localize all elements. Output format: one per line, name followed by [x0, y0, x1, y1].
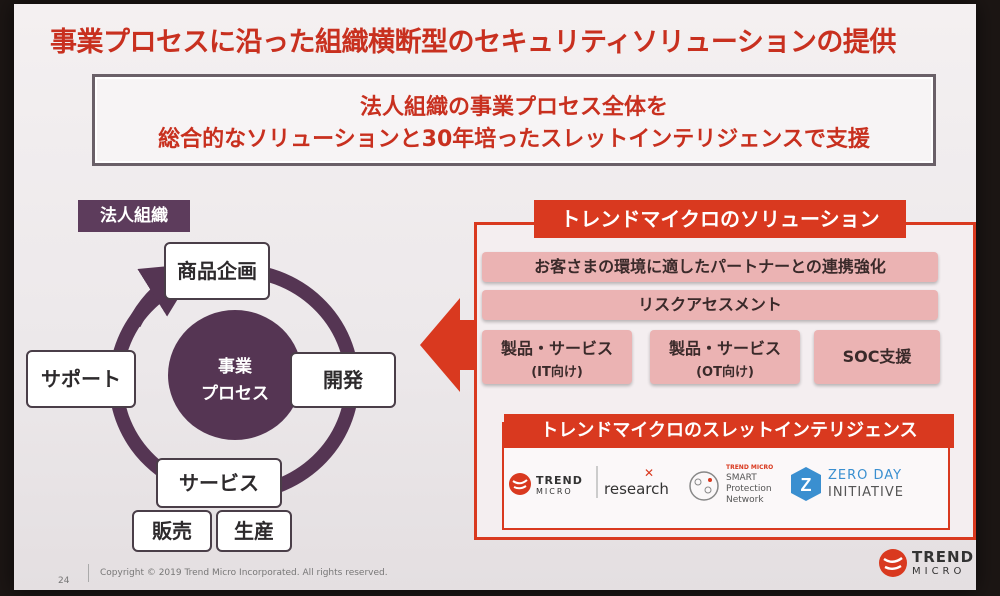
threat-intel-header: トレンドマイクロのスレットインテリジェンス [504, 414, 954, 448]
business-process-circle: 事業 プロセス [168, 310, 302, 440]
slide-title: 事業プロセスに沿った組織横断型のセキュリティソリューションの提供 [50, 27, 896, 58]
org-label: 法人組織 [78, 200, 190, 232]
it-products-box: 製品・サービス (IT向け) [482, 330, 632, 384]
zdi-line-1: ZERO DAY [828, 468, 903, 483]
stage-support: サポート [26, 350, 136, 408]
solutions-header: トレンドマイクロのソリューション [534, 200, 906, 238]
risk-assessment-bar: リスクアセスメント [482, 290, 938, 320]
stage-development: 開発 [290, 352, 396, 408]
page-number: 24 [58, 576, 70, 586]
ot-products-line-2: (OT向け) [696, 365, 754, 380]
copyright-text: Copyright © 2019 Trend Micro Incorporate… [100, 568, 388, 578]
zdi-line-2: INITIATIVE [828, 485, 904, 500]
partner-bar: お客さまの環境に適したパートナーとの連携強化 [482, 252, 938, 282]
research-logo: ✕ research [604, 464, 674, 504]
stage-production: 生産 [216, 510, 292, 552]
soc-support-box: SOC支援 [814, 330, 940, 384]
research-x-icon: ✕ [644, 466, 655, 480]
smart-protection-network-logo: TREND MICRO SMART Protection Network [688, 458, 788, 512]
left-arrow-icon [420, 298, 478, 392]
it-products-line-1: 製品・サービス [500, 339, 613, 358]
brand-ball-icon [879, 549, 907, 577]
trend-micro-ball-icon [509, 473, 531, 495]
stage-service: サービス [156, 458, 282, 508]
center-line-2: プロセス [201, 384, 269, 404]
research-text: research [604, 480, 669, 498]
ot-products-box: 製品・サービス (OT向け) [650, 330, 800, 384]
logo-divider [596, 466, 598, 498]
brand-line-1: TREND [912, 548, 975, 566]
spn-line-1: TREND MICRO [726, 464, 774, 471]
spn-line-2: SMART [726, 473, 757, 483]
banner-line-2: 総合的なソリューションと30年培ったスレットインテリジェンスで支援 [158, 127, 870, 152]
spn-line-3: Protection [726, 484, 772, 494]
banner-line-1: 法人組織の事業プロセス全体を [359, 95, 668, 120]
ot-products-line-1: 製品・サービス [668, 339, 781, 358]
brand-line-2: MICRO [912, 566, 966, 577]
stage-planning: 商品企画 [164, 242, 270, 300]
trend-micro-logo: TREND MICRO [508, 464, 608, 504]
summary-banner: 法人組織の事業プロセス全体を 総合的なソリューションと30年培ったスレットインテ… [92, 74, 936, 166]
footer-divider [88, 564, 89, 582]
zero-day-initiative-logo: Z ZERO DAY INITIATIVE [790, 462, 930, 506]
stage-sales: 販売 [132, 510, 212, 552]
spn-line-4: Network [726, 495, 764, 505]
spn-globe-icon [689, 471, 719, 501]
center-line-1: 事業 [218, 357, 252, 377]
zdi-icon: Z [791, 467, 821, 501]
brand-logo: TREND MICRO [878, 544, 974, 584]
presentation-slide: 事業プロセスに沿った組織横断型のセキュリティソリューションの提供 法人組織の事業… [14, 4, 976, 590]
trend-logo-line-1: TREND [536, 474, 583, 487]
svg-text:Z: Z [801, 475, 812, 495]
it-products-line-2: (IT向け) [531, 365, 583, 380]
trend-logo-line-2: MICRO [536, 487, 573, 496]
